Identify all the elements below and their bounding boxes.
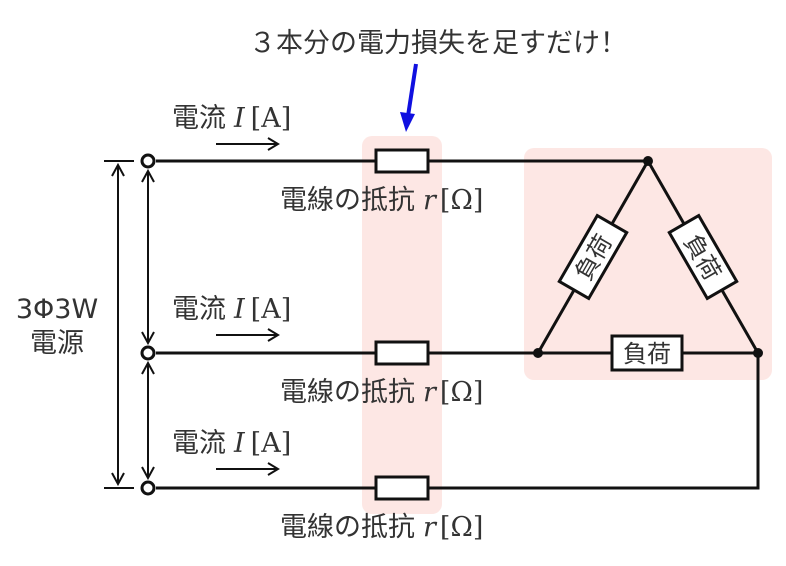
line-voltage-arrow-lower: [141, 360, 155, 481]
wire-resistor-2: [374, 340, 430, 366]
load-box-right: 負荷: [667, 213, 739, 301]
terminal-3: [140, 480, 156, 496]
current-arrow-2: [216, 328, 280, 342]
source-voltage-arrow: [104, 160, 134, 489]
current-arrow-3: [216, 462, 280, 476]
load-highlight: [524, 148, 772, 380]
svg-text:3Φ3W: 3Φ3W: [16, 294, 98, 325]
svg-text:負荷: 負荷: [623, 340, 671, 368]
svg-text:電源: 電源: [30, 328, 84, 359]
callout-text: ３本分の電力損失を足すだけ！: [249, 28, 627, 59]
line-voltage-arrow-upper: [141, 168, 155, 346]
wire-resistance-highlight: [362, 136, 442, 514]
callout-arrow: [400, 63, 418, 132]
wire-resistor-1: [374, 148, 430, 174]
terminal-2: [140, 345, 156, 361]
source-label: 3Φ3W 電源: [14, 290, 100, 362]
terminal-1: [140, 153, 156, 169]
junction-right: [753, 348, 763, 358]
current-arrow-1: [216, 137, 280, 151]
junction-top: [643, 156, 653, 166]
wire-resistor-3: [374, 475, 430, 501]
load-box-bottom: 負荷: [610, 334, 684, 372]
junction-left: [533, 348, 543, 358]
wire-line-3: [156, 353, 760, 490]
